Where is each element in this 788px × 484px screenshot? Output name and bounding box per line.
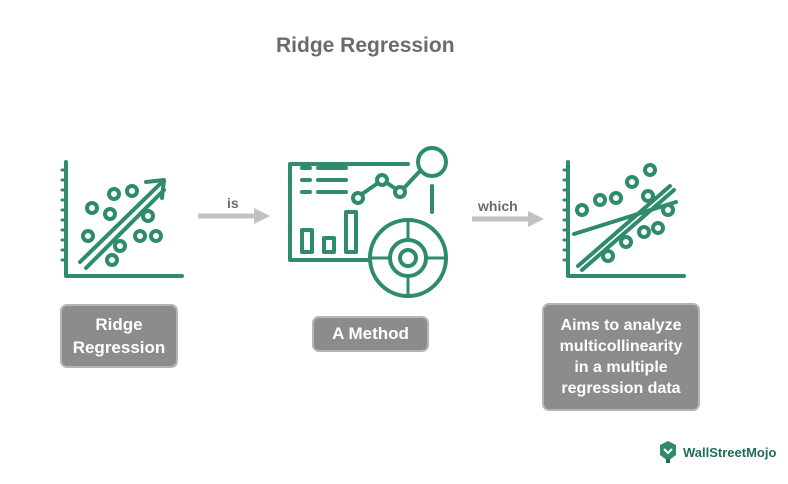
node-line: Ridge [95, 315, 143, 334]
node-line: Aims to analyze [560, 317, 682, 334]
node-line: multicollinearity [559, 338, 683, 355]
arrow-right-icon [198, 208, 270, 224]
node-ridge-regression: Ridge Regression [60, 304, 178, 368]
brand-name: WallStreetMojo [683, 444, 777, 460]
brand-logo: WallStreetMojo [656, 441, 776, 463]
connector-label-is: is [227, 195, 239, 211]
arrow-right-icon [472, 211, 544, 227]
node-line: Regression [72, 338, 166, 357]
node-aims: Aims to analyze multicollinearity in a m… [542, 303, 700, 411]
analytics-dashboard-icon [288, 146, 448, 298]
node-a-method: A Method [312, 316, 429, 352]
connector-label-which: which [478, 198, 518, 214]
page-title: Ridge Regression [276, 34, 455, 57]
scatter-plot-icon [60, 160, 184, 278]
mojo-logo-icon [660, 441, 676, 463]
node-line: in a multiple [574, 359, 668, 376]
node-line: A Method [332, 324, 409, 343]
node-line: regression data [561, 380, 681, 397]
regression-lines-icon [562, 160, 686, 278]
